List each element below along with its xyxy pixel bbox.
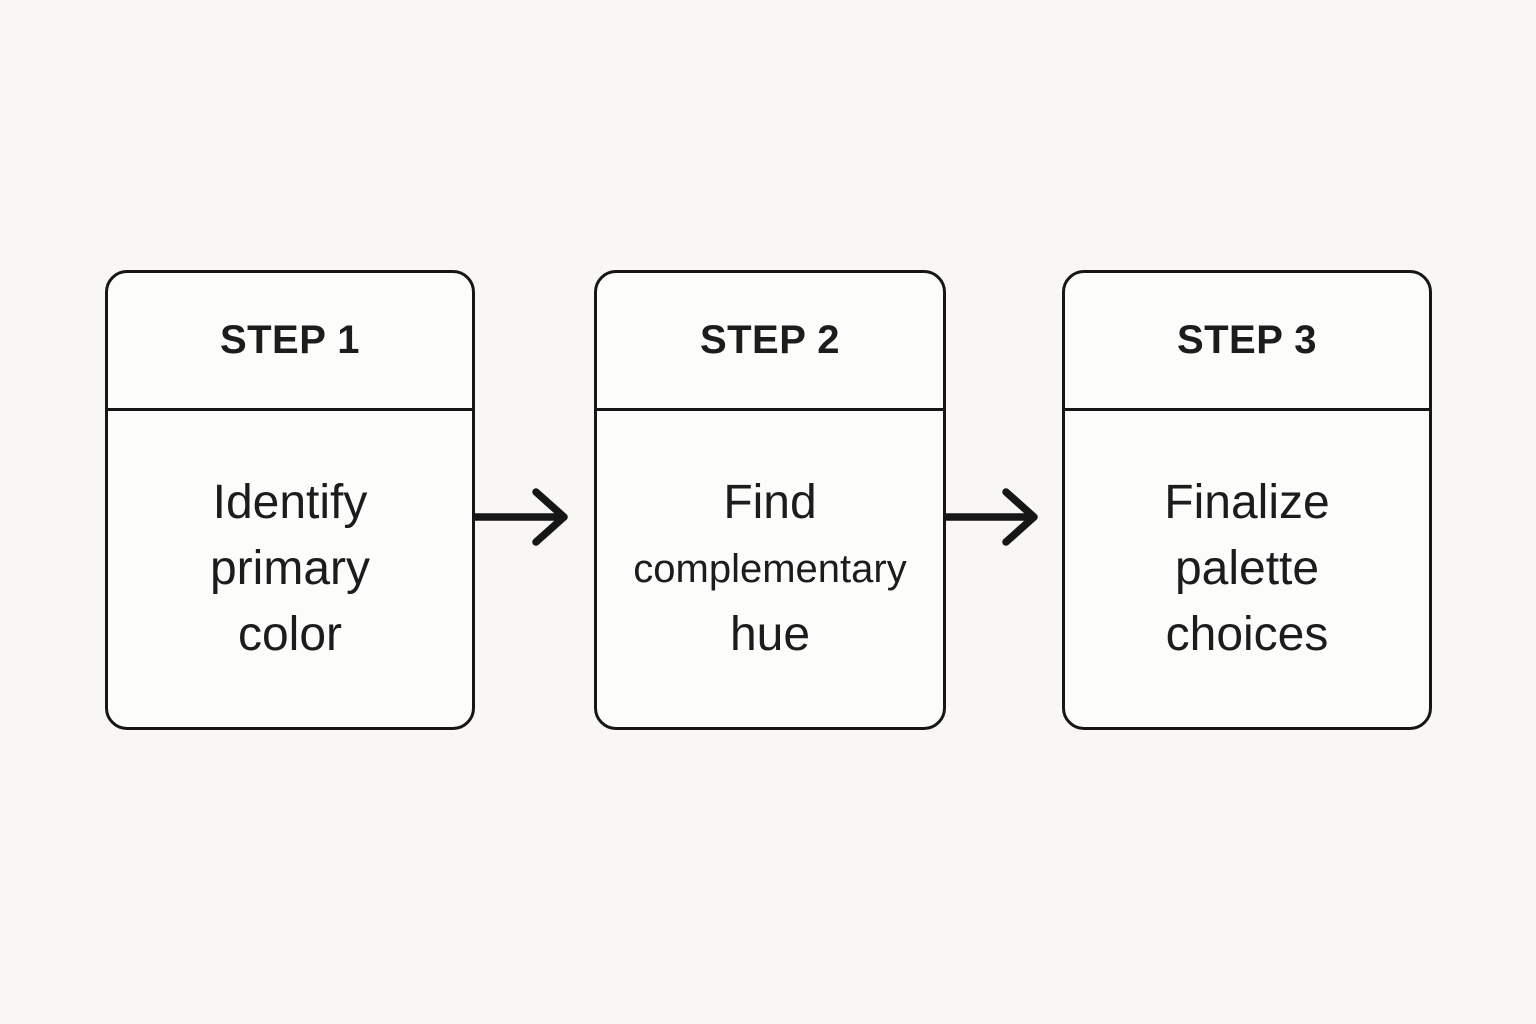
step-card-1: STEP 1 Identify primary color [105, 270, 475, 730]
step-2-body: Find complementary hue [597, 411, 943, 727]
step-2-line-3: hue [729, 608, 811, 661]
step-2-header: STEP 2 [597, 273, 943, 411]
step-3-body: Finalize palette choices [1065, 411, 1429, 727]
step-3-line-3: choices [1165, 608, 1329, 661]
arrow-right-icon [944, 485, 1040, 549]
step-1-header: STEP 1 [108, 273, 472, 411]
arrow-right-icon [474, 485, 570, 549]
step-1-line-3: color [237, 608, 343, 661]
step-1-line-2: primary [209, 542, 370, 595]
step-3-header: STEP 3 [1065, 273, 1429, 411]
step-3-line-1: Finalize [1164, 476, 1330, 529]
step-1-line-1: Identify [212, 476, 368, 529]
step-2-line-2: complementary [633, 547, 907, 591]
step-card-3: STEP 3 Finalize palette choices [1062, 270, 1432, 730]
step-2-line-1: Find [723, 476, 817, 529]
step-1-body: Identify primary color [108, 411, 472, 727]
step-3-line-2: palette [1174, 542, 1320, 595]
step-card-2: STEP 2 Find complementary hue [594, 270, 946, 730]
